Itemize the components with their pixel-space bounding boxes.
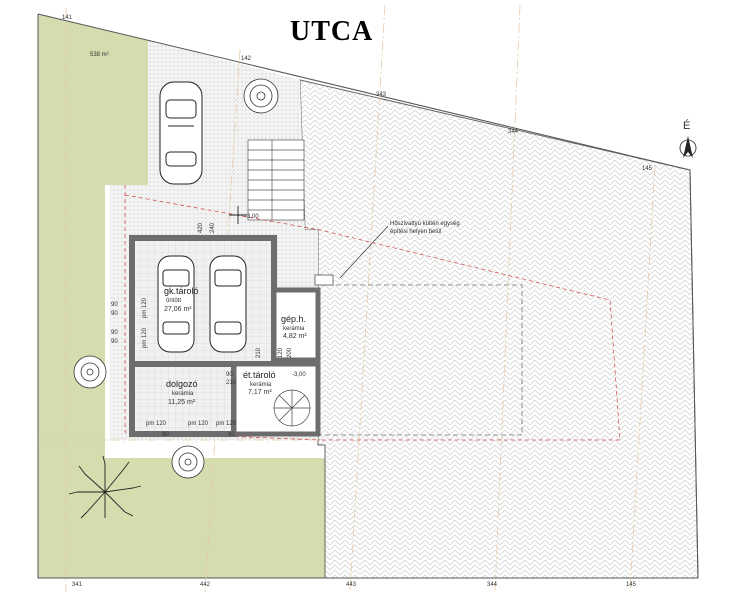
svg-text:90: 90	[111, 302, 118, 308]
svg-text:90: 90	[226, 372, 233, 378]
annotation-line1: Hőszivattyú kültéri egység	[390, 221, 460, 227]
spiral-stair-icon	[273, 389, 311, 427]
north-arrow-icon: É	[679, 119, 697, 158]
svg-text:200: 200	[287, 347, 293, 358]
level-stair: -3,00	[292, 372, 306, 378]
svg-text:240: 240	[210, 222, 216, 233]
svg-text:210: 210	[226, 380, 237, 386]
storage-area: 7,17 m²	[248, 389, 272, 396]
svg-text:141: 141	[62, 15, 73, 21]
lawn-area	[38, 14, 325, 578]
svg-text:pm 120: pm 120	[142, 327, 148, 348]
garage-room	[129, 235, 277, 367]
svg-text:90: 90	[111, 311, 118, 317]
svg-text:343: 343	[376, 92, 387, 98]
garage-area: 27,06 m²	[164, 306, 192, 313]
garage-car-right-icon	[209, 255, 247, 353]
garage-car-left-icon	[157, 255, 195, 353]
svg-text:145: 145	[642, 166, 653, 172]
car-icon	[159, 81, 203, 185]
outdoor-area	[319, 284, 523, 436]
annotation-line2: építési helyen belül	[390, 229, 441, 235]
svg-text:420: 420	[198, 222, 204, 233]
tree-left-icon	[73, 355, 107, 389]
svg-text:90: 90	[162, 432, 169, 438]
svg-text:90: 90	[111, 339, 118, 345]
tree-bottom-icon	[171, 445, 205, 479]
level-top: -3,00	[245, 214, 259, 220]
entry-stairs	[247, 139, 305, 221]
svg-text:145: 145	[626, 582, 637, 588]
svg-text:442: 442	[200, 582, 211, 588]
grid-labels-top: 141 142 343 344 145	[62, 15, 653, 172]
svg-text:90: 90	[111, 330, 118, 336]
machine-area: 4,82 m²	[283, 333, 307, 340]
machine-room	[271, 287, 321, 363]
storage-name: ét.tároló	[243, 370, 276, 380]
svg-text:pm 120: pm 120	[142, 297, 148, 318]
storage-material: kerámia	[250, 382, 272, 388]
office-room	[129, 361, 237, 437]
svg-text:344: 344	[487, 582, 498, 588]
dimension-labels: 420 240 90 90 90 90 pm 120 pm 120 pm 120…	[111, 222, 293, 438]
garage-material: öntött	[166, 298, 181, 304]
garage-name: gk.tároló	[164, 286, 199, 296]
grid-labels-bottom: 341 442 443 344 145	[72, 582, 637, 588]
svg-text:pm 120: pm 120	[216, 421, 237, 427]
building-envelope	[124, 194, 621, 441]
street-title: UTCA	[290, 16, 373, 47]
building-outline	[124, 185, 321, 441]
svg-text:120: 120	[278, 347, 284, 358]
plot-area: 538 m²	[90, 52, 109, 58]
tree-icon	[243, 78, 279, 114]
plot-boundary	[37, 13, 699, 579]
office-material: kerámia	[172, 391, 194, 397]
office-name: dolgozó	[166, 379, 198, 389]
machine-material: kerámia	[283, 326, 305, 332]
svg-text:pm 120: pm 120	[188, 421, 209, 427]
svg-text:pm 120: pm 120	[146, 421, 167, 427]
machine-name: gép.h.	[281, 314, 306, 324]
hatched-plot	[299, 79, 699, 579]
svg-text:210: 210	[256, 347, 262, 358]
entrance-marker-icon	[229, 206, 247, 224]
svg-text:443: 443	[346, 582, 357, 588]
heat-pump-unit	[314, 274, 334, 286]
svg-text:90: 90	[228, 432, 235, 438]
svg-text:É: É	[683, 119, 690, 132]
svg-text:344: 344	[508, 129, 519, 135]
office-area: 11,25 m²	[168, 399, 196, 406]
annotation-leader	[339, 225, 389, 279]
svg-text:341: 341	[72, 582, 83, 588]
svg-text:142: 142	[241, 56, 252, 62]
bush-icon	[68, 455, 142, 519]
